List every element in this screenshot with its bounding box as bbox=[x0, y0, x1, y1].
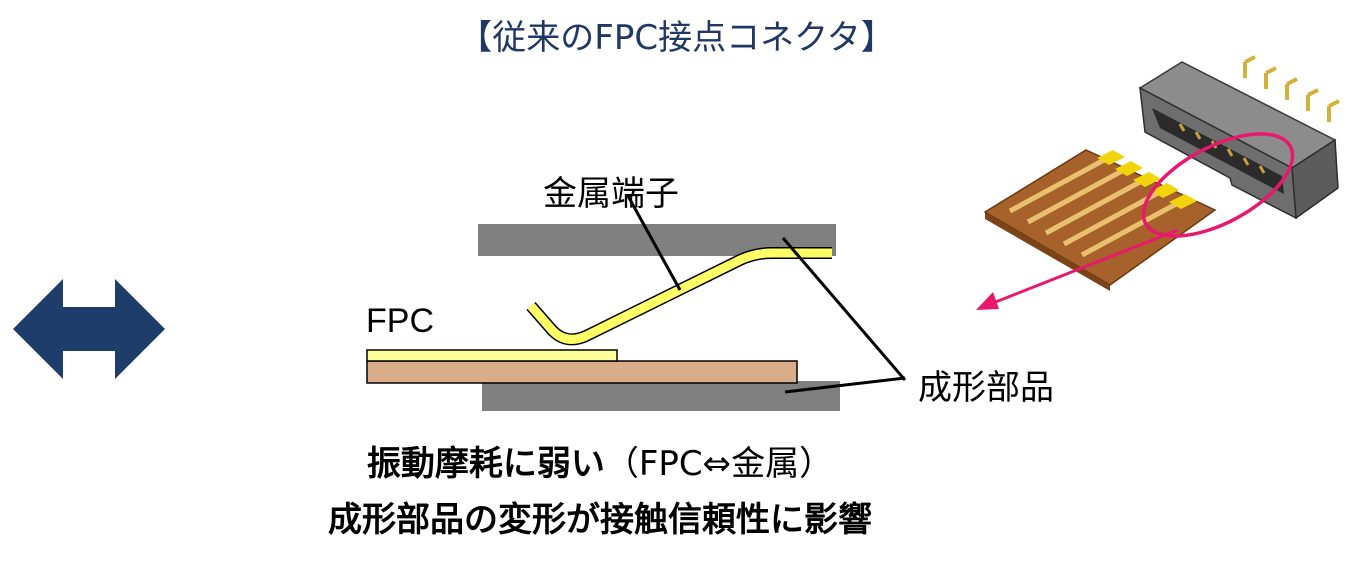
fpc-substrate bbox=[366, 360, 798, 384]
page-title: 【従来のFPC接点コネクタ】 bbox=[458, 18, 895, 58]
metal-terminal-label: 金属端子 bbox=[543, 174, 679, 214]
highlight-arrow-head bbox=[976, 292, 999, 310]
contact-highlight bbox=[1141, 132, 1295, 238]
leader-molded-bottom bbox=[784, 376, 906, 394]
molded-part-label: 成形部品 bbox=[918, 368, 1054, 408]
leader-terminal bbox=[626, 195, 682, 291]
metal-terminal bbox=[526, 247, 832, 346]
highlight-arrow-line bbox=[987, 228, 1179, 307]
leader-molded-top bbox=[781, 237, 907, 381]
double-headed-arrow-icon bbox=[13, 279, 165, 379]
note-line-1-paren: （FPC⇔金属） bbox=[604, 444, 834, 484]
note-line-2: 成形部品の変形が接触信頼性に影響 bbox=[328, 500, 872, 540]
note-line-1: 振動摩耗に弱い（FPC⇔金属） bbox=[0, 436, 1200, 485]
note-line-1-bold: 振動摩耗に弱い bbox=[366, 444, 605, 484]
fpc-label: FPC bbox=[366, 302, 434, 340]
fpc-film bbox=[366, 349, 618, 362]
molded-part-bottom bbox=[482, 381, 840, 411]
